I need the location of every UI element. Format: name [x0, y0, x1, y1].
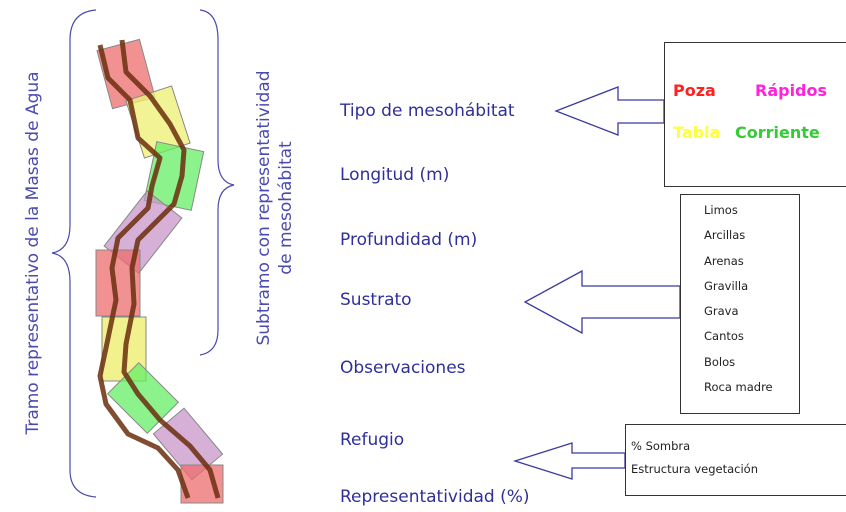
substrate-item: Arenas: [704, 253, 744, 268]
river-line-left: [97, 44, 191, 499]
substrate-item: Limos: [704, 203, 738, 217]
tipo-arrow: [554, 86, 665, 136]
subtramo-label-line1: Subtramo con representatividad: [254, 70, 274, 346]
refugio-item-sombra: % Sombra: [631, 439, 691, 453]
substrate-item: Cantos: [704, 329, 744, 344]
param-tipo-mesohabitat: Tipo de mesohábitat: [340, 101, 515, 121]
sustrato-arrow: [523, 269, 681, 335]
param-longitud: Longitud (m): [340, 165, 450, 185]
refugio-arrow: [512, 442, 626, 480]
mesohabitat-types-box: Poza Rápidos Tabla Corriente: [664, 42, 846, 187]
param-sustrato: Sustrato: [340, 290, 412, 310]
subtramo-label: Subtramo con representatividad de mesohá…: [253, 70, 297, 345]
substrate-item: Grava: [704, 304, 739, 319]
substrate-box: Limos Arcillas Arenas Gravilla Grava Can…: [680, 194, 800, 414]
tramo-brace: [51, 9, 97, 498]
substrate-item: Gravilla: [704, 278, 749, 293]
subtramo-label-line2: de mesohábitat: [276, 141, 296, 275]
param-observaciones: Observaciones: [340, 358, 466, 378]
substrate-item: Roca madre: [704, 380, 773, 395]
refugio-box: % Sombra Estructura vegetación: [625, 424, 846, 496]
subtramo-brace: [199, 9, 235, 356]
river-line-right: [119, 39, 221, 499]
type-poza: Poza: [673, 81, 716, 100]
param-refugio: Refugio: [340, 430, 405, 450]
substrate-item: Bolos: [704, 354, 736, 369]
type-corriente: Corriente: [735, 123, 820, 142]
param-profundidad: Profundidad (m): [340, 230, 478, 250]
refugio-item-vegetacion: Estructura vegetación: [631, 462, 758, 476]
type-tabla: Tabla: [673, 123, 721, 142]
param-representatividad: Representatividad (%): [340, 487, 530, 507]
type-rapidos: Rápidos: [755, 81, 828, 100]
substrate-item: Arcillas: [704, 228, 746, 243]
